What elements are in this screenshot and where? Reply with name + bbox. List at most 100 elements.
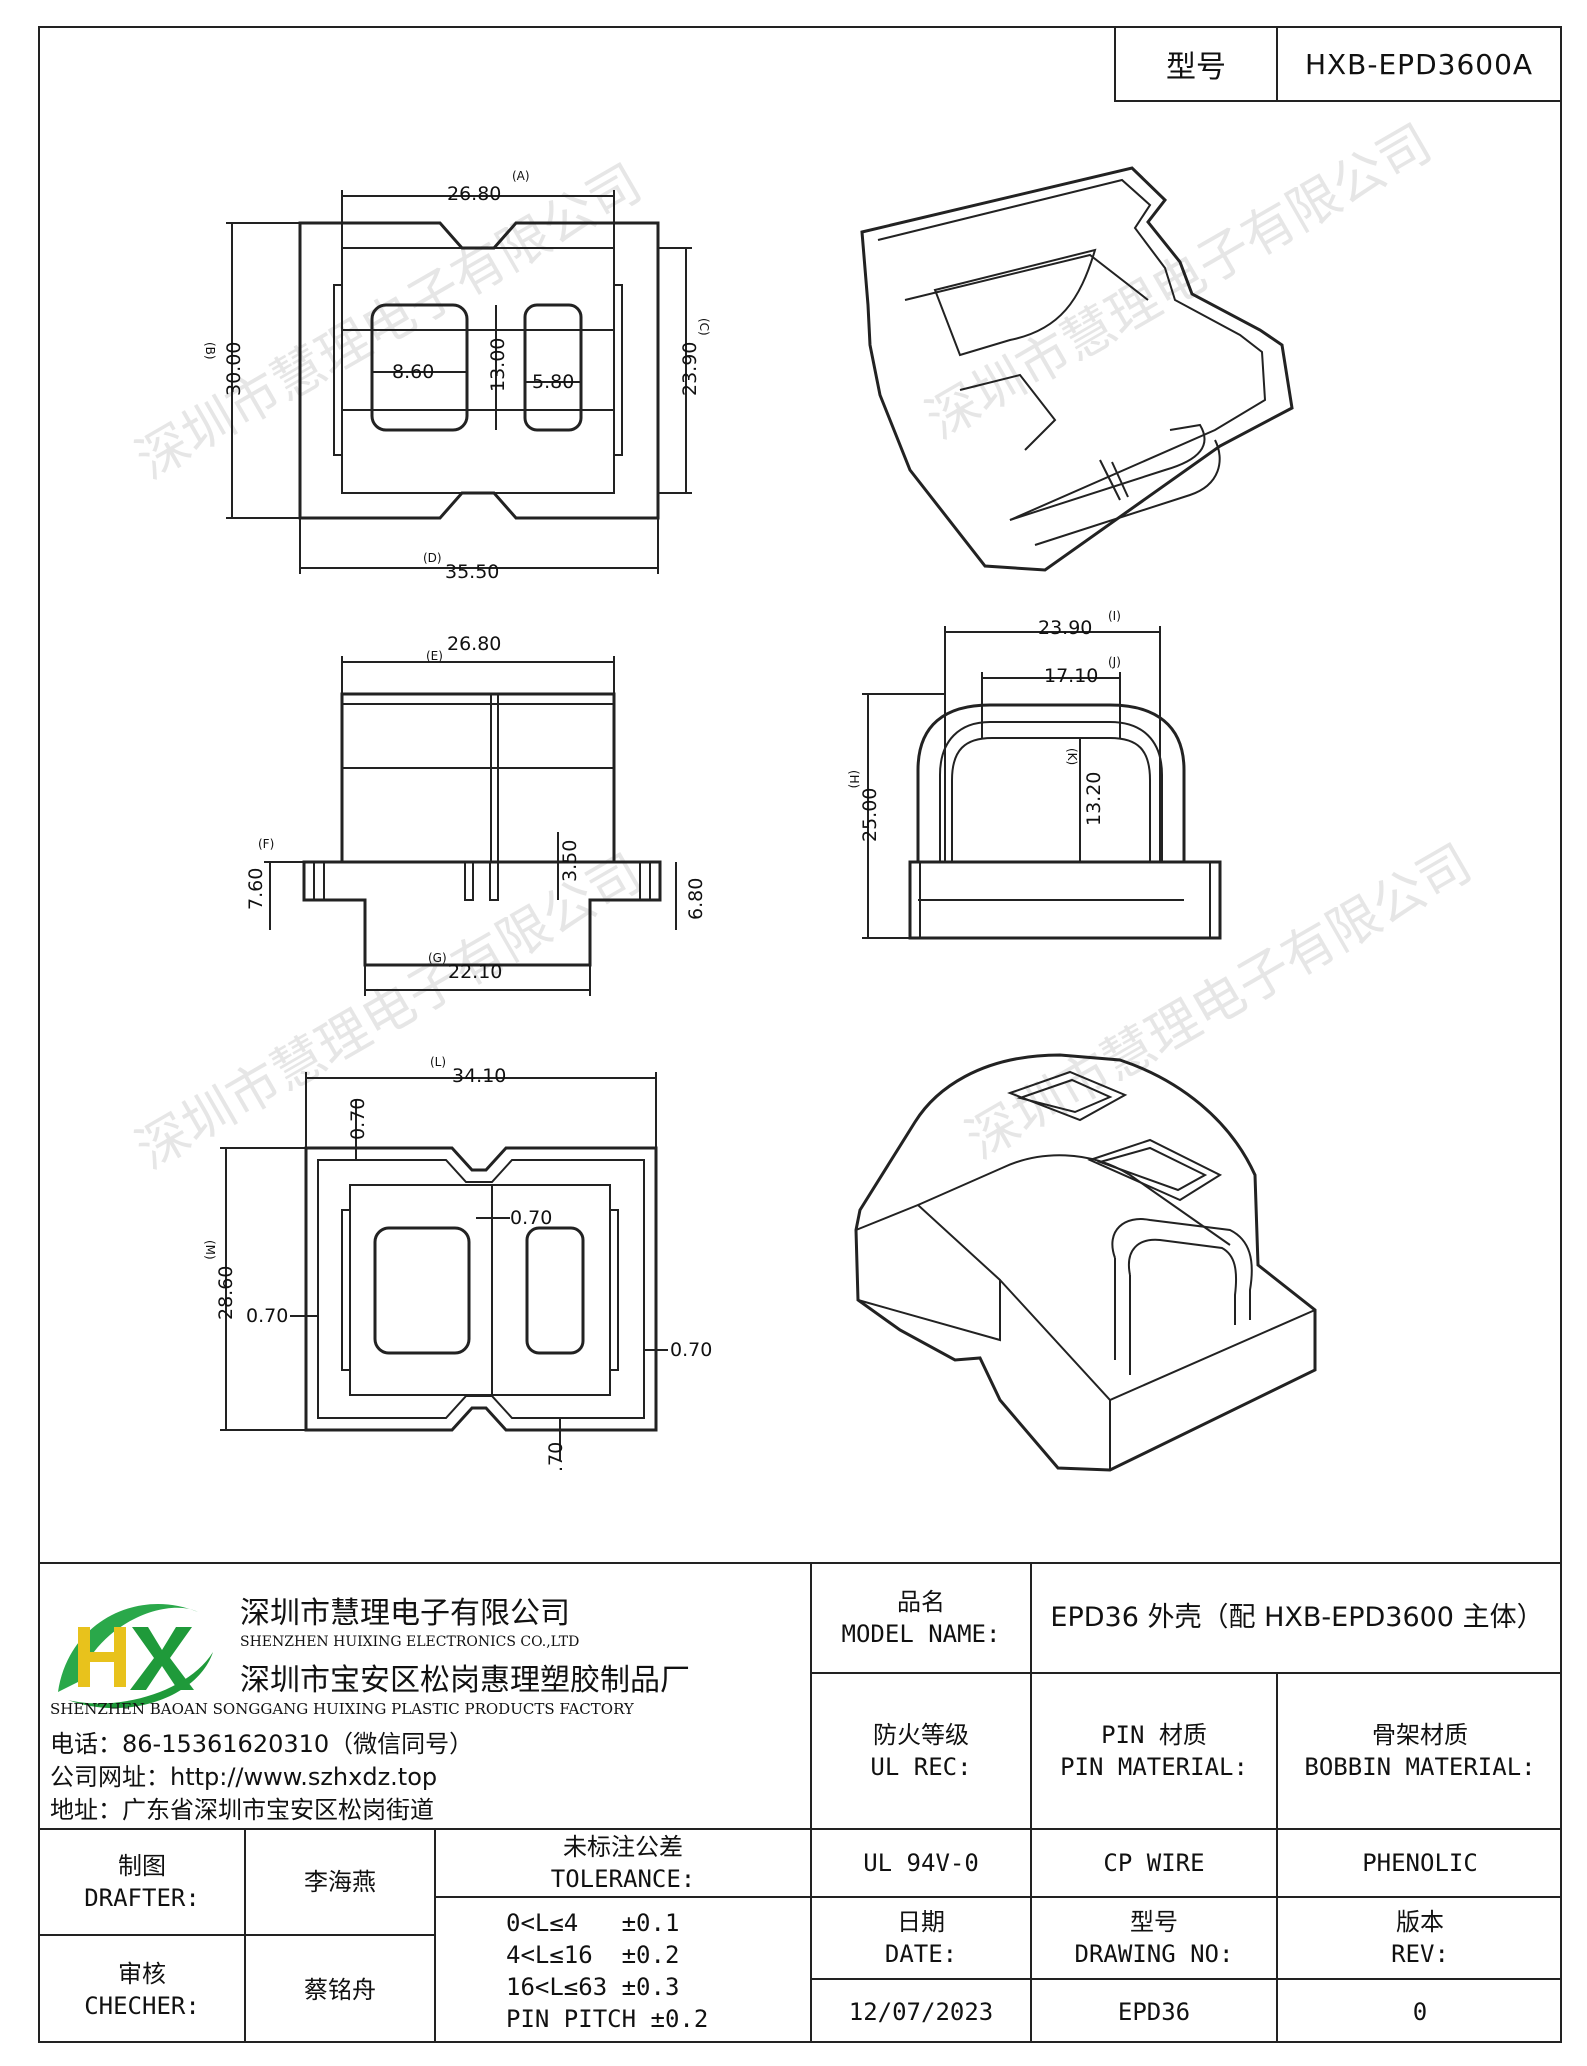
dim-t1: 0.70 bbox=[347, 1098, 369, 1140]
bottom-view: 34.10 (L) 28.60 (M) 0.70 0.70 0.70 0.70 … bbox=[203, 1055, 712, 1472]
drafter-label-cn: 制图 bbox=[118, 1852, 166, 1880]
dim-h-tag: (H) bbox=[847, 770, 861, 788]
dim-d: 35.50 bbox=[445, 561, 499, 583]
side-view: 23.90 (I) 17.10 (J) 25.00 (H) 13.20 (K) bbox=[847, 609, 1222, 940]
company-phone: 电话：86-15361620310（微信同号） bbox=[50, 1730, 474, 1758]
dim-win-h: 13.00 bbox=[487, 338, 509, 392]
company-name-en: SHENZHEN HUIXING ELECTRONICS CO.,LTD bbox=[240, 1634, 580, 1650]
dim-j: 17.10 bbox=[1044, 665, 1098, 687]
tolerance-label: 未标注公差 TOLERANCE: bbox=[436, 1830, 810, 1896]
date-value: 12/07/2023 bbox=[848, 1997, 994, 2026]
dim-t4: 0.70 bbox=[670, 1339, 712, 1361]
dim-m: 28.60 bbox=[215, 1266, 237, 1320]
dim-g: 22.10 bbox=[448, 961, 502, 983]
watermark-group: 深圳市慧理电子有限公司 深圳市慧理电子有限公司 深圳市慧理电子有限公司 深圳市慧… bbox=[127, 113, 1482, 1181]
tb-hline-tol bbox=[434, 1896, 810, 1898]
watermark-2: 深圳市慧理电子有限公司 bbox=[917, 113, 1442, 451]
dim-c: 23.90 bbox=[679, 342, 701, 396]
rev-label: 版本 REV: bbox=[1278, 1898, 1562, 1978]
tb-vline-left-2 bbox=[434, 1828, 436, 2043]
tb-hline-r4 bbox=[810, 1978, 1562, 1980]
company-logo bbox=[58, 1603, 213, 1709]
factory-name-en: SHENZHEN BAOAN SONGGANG HUIXING PLASTIC … bbox=[50, 1700, 634, 1718]
dim-g-tag: (G) bbox=[428, 951, 447, 965]
tb-vline-2 bbox=[1030, 1562, 1032, 2043]
tb-vline-3 bbox=[1276, 1672, 1278, 2043]
drawing-no-value: EPD36 bbox=[1117, 1997, 1191, 2026]
model-label: 型号 bbox=[1116, 28, 1278, 100]
title-block-top-line bbox=[38, 1562, 1562, 1564]
top-view: 26.80 (A) 30.00 (B) 23.90 (C) 35.50 (D) … bbox=[203, 169, 711, 583]
drawing-frame bbox=[38, 26, 1562, 2043]
iso-view-1 bbox=[860, 166, 1294, 572]
dim-h2: 6.80 bbox=[685, 878, 707, 920]
pin-material-label: PIN 材质 PIN MATERIAL: bbox=[1032, 1674, 1276, 1828]
pin-material-label-en: PIN MATERIAL: bbox=[1060, 1753, 1248, 1781]
tb-hline-r3 bbox=[810, 1896, 1562, 1898]
tolerance-row-1: 0<L≤4 ±0.1 bbox=[506, 1908, 680, 1937]
tolerance-label-en: TOLERANCE: bbox=[550, 1865, 696, 1893]
model-name-label-cn: 品名 bbox=[897, 1588, 945, 1616]
dim-t3: 0.70 bbox=[246, 1305, 288, 1327]
dim-i-tag: (I) bbox=[1108, 609, 1121, 623]
model-name-label-en: MODEL NAME: bbox=[841, 1620, 1001, 1648]
company-address: 地址：广东省深圳市宝安区松岗街道 bbox=[50, 1796, 434, 1824]
dim-e: 26.80 bbox=[447, 633, 501, 655]
ul-rec-label: 防火等级 UL REC: bbox=[812, 1674, 1030, 1828]
dim-h: 25.00 bbox=[859, 788, 881, 842]
tolerance-label-cn: 未标注公差 bbox=[563, 1833, 683, 1861]
model-value: HXB-EPD3600A bbox=[1304, 47, 1534, 81]
drafter-value: 李海燕 bbox=[304, 1868, 376, 1896]
dim-win2: 5.80 bbox=[532, 371, 574, 393]
bobbin-material-label-cn: 骨架材质 bbox=[1372, 1721, 1468, 1749]
dim-e-tag: (E) bbox=[426, 649, 443, 663]
date-label-cn: 日期 bbox=[897, 1908, 945, 1936]
dim-j-tag: (J) bbox=[1108, 655, 1121, 669]
date-label-en: DATE: bbox=[884, 1940, 958, 1968]
company-website: 公司网址：http://www.szhxdz.top bbox=[50, 1763, 438, 1791]
watermark-3: 深圳市慧理电子有限公司 bbox=[127, 843, 652, 1181]
bobbin-material-label-en: BOBBIN MATERIAL: bbox=[1304, 1753, 1536, 1781]
dim-h1: 3.50 bbox=[559, 840, 581, 882]
drafter-label: 制图 DRAFTER: bbox=[40, 1830, 244, 1934]
dim-d-tag: (D) bbox=[423, 551, 442, 565]
pin-material-label-cn: PIN 材质 bbox=[1101, 1721, 1207, 1749]
model-header-box: 型号 HXB-EPD3600A bbox=[1114, 26, 1562, 102]
dim-f: 7.60 bbox=[245, 868, 267, 910]
dim-a: 26.80 bbox=[447, 183, 501, 205]
tolerance-row-2: 4<L≤16 ±0.2 bbox=[506, 1940, 680, 1969]
checker-label: 审核 CHECHER: bbox=[40, 1936, 244, 2043]
rev-value: 0 bbox=[1412, 1997, 1428, 2026]
logo-x bbox=[130, 1627, 194, 1690]
dim-a-tag: (A) bbox=[512, 169, 530, 183]
checker-label-cn: 审核 bbox=[118, 1959, 166, 1988]
dim-b-tag: (B) bbox=[203, 342, 217, 360]
tb-vline-1 bbox=[810, 1562, 812, 2043]
dim-t5: .70 bbox=[545, 1442, 567, 1472]
dim-i: 23.90 bbox=[1038, 617, 1092, 639]
iso-view-2 bbox=[854, 1053, 1317, 1472]
model-name-value: EPD36 外壳（配 HXB-EPD3600 主体） bbox=[1032, 1564, 1562, 1672]
dim-l: 34.10 bbox=[452, 1065, 506, 1087]
dim-c-tag: (C) bbox=[697, 318, 711, 336]
dim-b: 30.00 bbox=[223, 342, 245, 396]
tolerance-row-3: 16<L≤63 ±0.3 bbox=[506, 1972, 680, 2001]
rev-label-cn: 版本 bbox=[1396, 1908, 1444, 1936]
tolerance-row-4: PIN PITCH ±0.2 bbox=[506, 2004, 709, 2033]
factory-name-cn: 深圳市宝安区松岗惠理塑胶制品厂 bbox=[240, 1663, 690, 1698]
pin-material-value: CP WIRE bbox=[1103, 1849, 1205, 1877]
drawing-no-label-en: DRAWING NO: bbox=[1074, 1940, 1234, 1968]
drawing-no-label-cn: 型号 bbox=[1130, 1908, 1178, 1936]
model-name-label: 品名 MODEL NAME: bbox=[812, 1564, 1030, 1672]
dim-k-tag: (K) bbox=[1065, 748, 1079, 765]
logo-h-bar bbox=[78, 1652, 126, 1662]
rev-label-en: REV: bbox=[1391, 1940, 1449, 1968]
watermark-1: 深圳市慧理电子有限公司 bbox=[127, 153, 652, 491]
checker-value: 蔡铭舟 bbox=[304, 1975, 376, 2004]
ul-rec-label-cn: 防火等级 bbox=[873, 1721, 969, 1749]
dim-m-tag: (M) bbox=[203, 1240, 217, 1260]
date-label: 日期 DATE: bbox=[812, 1898, 1030, 1978]
tolerance-values: 0<L≤4 ±0.1 4<L≤16 ±0.2 16<L≤63 ±0.3 PIN … bbox=[436, 1898, 810, 2043]
dim-t2: 0.70 bbox=[510, 1207, 552, 1229]
